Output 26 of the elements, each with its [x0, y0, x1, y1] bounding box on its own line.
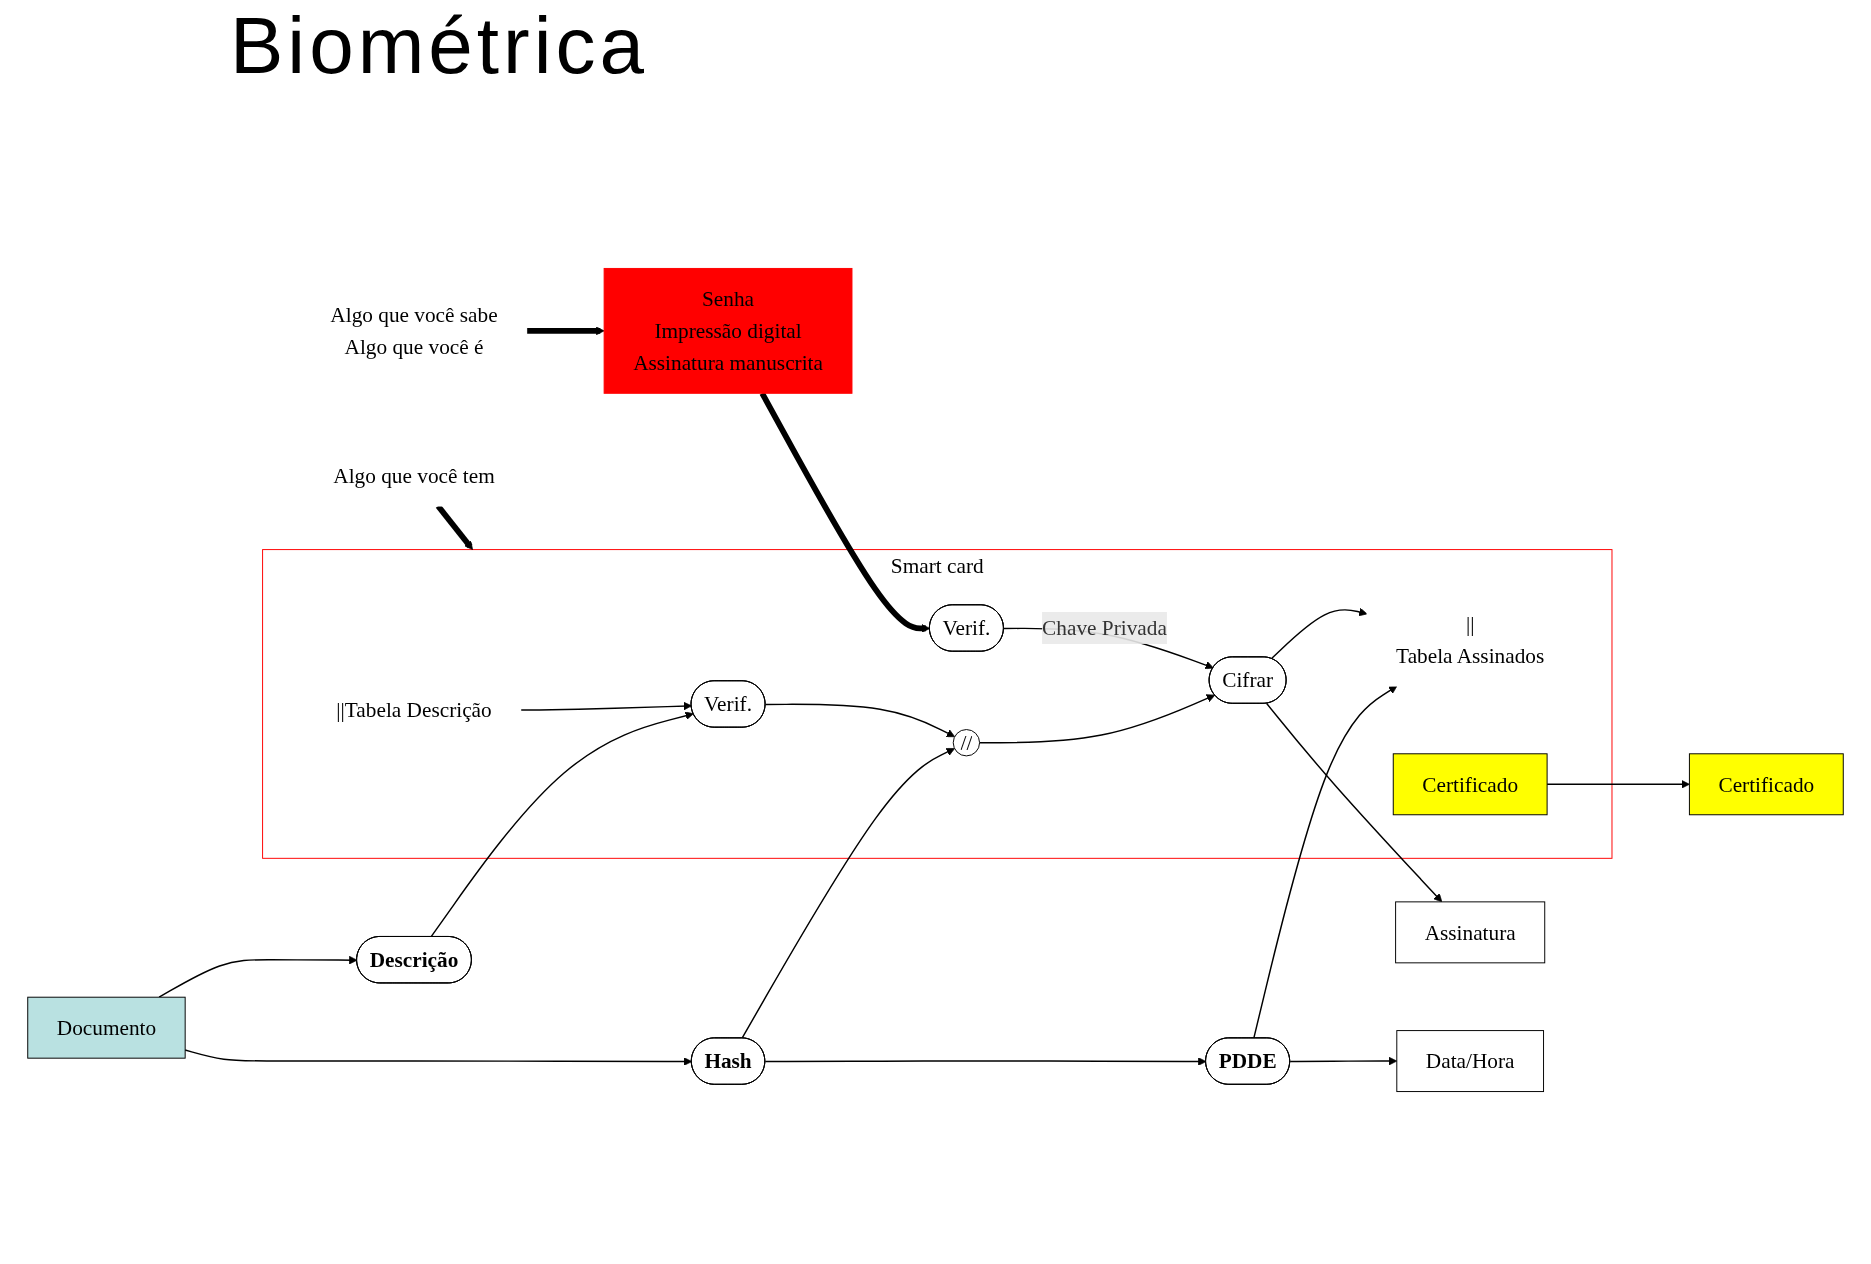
node-text: ||Tabela Descrição: [336, 697, 492, 723]
arrow: [1266, 702, 1443, 903]
arrow: [741, 748, 955, 1040]
arrow: [1270, 607, 1368, 660]
node-box: Documento: [27, 996, 186, 1059]
arrow: [764, 703, 956, 738]
node-box: Data/Hora: [1396, 1030, 1545, 1093]
arrow: [526, 326, 605, 336]
node-text: Algo que você tem: [333, 463, 495, 488]
node-circle: //: [952, 729, 981, 757]
arrow: [978, 694, 1216, 744]
arrow: [764, 1057, 1207, 1066]
arrow: [158, 955, 358, 998]
arrow: [1289, 1056, 1398, 1066]
node-box: Certificado: [1688, 753, 1844, 816]
title: Biométrica: [230, 0, 648, 92]
arrow: [1546, 780, 1690, 789]
node-box: Assinatura: [1395, 901, 1546, 964]
node-text: || Tabela Assinados: [1396, 611, 1545, 668]
edge-label: Chave Privada: [1042, 615, 1167, 641]
node-box: Senha Impressão digital Assinatura manuscrita: [603, 267, 853, 394]
arrow: [520, 701, 692, 711]
arrow: [184, 1049, 693, 1066]
node-text: Algo que você sabe Algo que você é: [330, 302, 498, 359]
node-box: Certificado: [1392, 753, 1548, 816]
arrow: [430, 711, 694, 938]
